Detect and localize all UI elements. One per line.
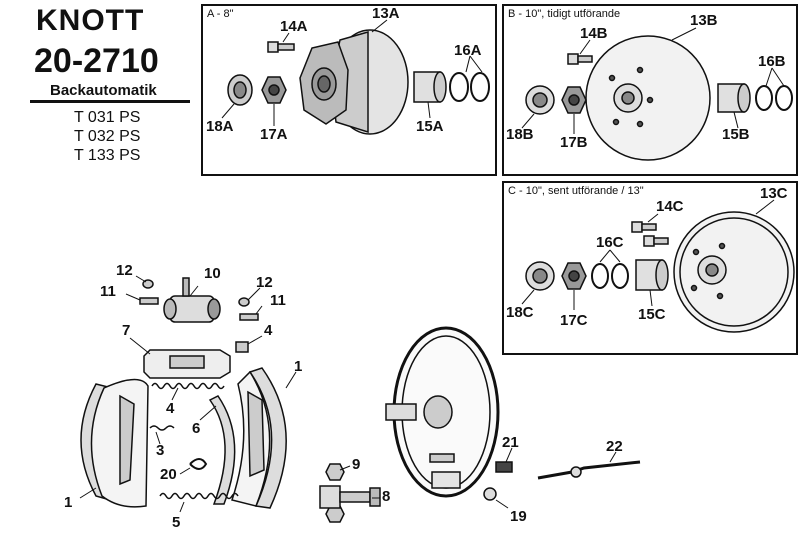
nut-17c	[561, 262, 587, 290]
label-6: 6	[192, 420, 201, 437]
brake-cable-22	[537, 460, 641, 480]
cable-guide-21	[495, 461, 513, 473]
label-16c: 16C	[596, 234, 624, 251]
label-1-left: 1	[64, 494, 73, 511]
wheel-cylinder-10	[163, 277, 221, 323]
adjuster-7	[143, 349, 231, 379]
label-14b: 14B	[580, 25, 608, 42]
label-14a: 14A	[280, 18, 308, 35]
brake-shoe-1-right	[231, 367, 287, 509]
label-18b: 18B	[506, 126, 534, 143]
hub-drum-13a	[299, 29, 409, 135]
label-16a: 16A	[454, 42, 482, 59]
label-7: 7	[122, 322, 131, 339]
label-13b: 13B	[690, 12, 718, 29]
label-17c: 17C	[560, 312, 588, 329]
bearing-15c	[635, 259, 669, 291]
label-1-right: 1	[294, 358, 303, 375]
circlips-16b	[755, 85, 793, 111]
pin-4-upper	[235, 341, 249, 353]
label-20: 20	[160, 466, 177, 483]
label-17b: 17B	[560, 134, 588, 151]
panel-c: C - 10", sent utförande / 13"	[502, 181, 798, 355]
label-17a: 17A	[260, 126, 288, 143]
label-8: 8	[382, 488, 391, 505]
bearing-18c	[525, 261, 555, 291]
leader-lines-b	[521, 27, 785, 134]
variant-item: T 032 PS	[74, 128, 141, 145]
label-5: 5	[172, 514, 181, 531]
leader-lines-a	[221, 19, 483, 126]
nut-9	[325, 463, 345, 523]
label-11-left: 11	[100, 283, 116, 300]
label-14c: 14C	[656, 198, 684, 215]
spring-4-lower	[151, 382, 225, 390]
brake-shoe-1-left	[80, 378, 149, 508]
label-18c: 18C	[506, 304, 534, 321]
label-18a: 18A	[206, 118, 234, 135]
label-13c: 13C	[760, 185, 788, 202]
bolt-8	[319, 485, 381, 509]
label-21: 21	[502, 434, 519, 451]
label-9: 9	[352, 456, 361, 473]
bearing-18a	[227, 74, 253, 106]
leader-lines-lower	[79, 275, 617, 513]
lever-6	[208, 395, 236, 505]
circlips-16a	[449, 72, 490, 102]
backplate	[385, 326, 500, 498]
circlips-16c	[591, 263, 629, 289]
bolt-14b	[567, 53, 593, 65]
label-22: 22	[606, 438, 623, 455]
label-12-left: 12	[116, 262, 133, 279]
bearing-18b	[525, 85, 555, 115]
label-12-right: 12	[256, 274, 273, 291]
nut-17a	[261, 76, 287, 104]
subtitle: Backautomatik	[50, 82, 157, 99]
bearing-15a	[413, 71, 447, 103]
clip-20	[189, 458, 208, 470]
panel-b-title: B - 10", tidigt utförande	[508, 8, 621, 20]
label-3: 3	[156, 442, 165, 459]
panel-a: A - 8"	[201, 4, 497, 176]
header-rule	[30, 100, 190, 103]
label-4-upper: 4	[264, 322, 273, 339]
bolt-14a	[267, 41, 295, 53]
label-15b: 15B	[722, 126, 750, 143]
drum-13b	[585, 35, 711, 161]
variant-item: T 031 PS	[74, 109, 141, 126]
label-15a: 15A	[416, 118, 444, 135]
variant-item: T 133 PS	[74, 147, 141, 164]
bolts-14c	[631, 221, 669, 247]
label-11-right: 11	[270, 292, 286, 309]
label-19: 19	[510, 508, 527, 525]
spring-3	[149, 425, 175, 431]
washer-19	[483, 487, 497, 501]
bleed-screws-11	[139, 297, 259, 321]
bearing-15b	[717, 83, 751, 113]
label-16b: 16B	[758, 53, 786, 70]
drum-13c	[673, 211, 795, 333]
label-15c: 15C	[638, 306, 666, 323]
label-10: 10	[204, 265, 221, 282]
label-4-lower: 4	[166, 400, 175, 417]
panel-a-title: A - 8"	[207, 8, 234, 20]
spring-5	[159, 492, 239, 500]
variant-list: T 031 PS T 032 PS T 133 PS	[74, 108, 140, 165]
panel-b: B - 10", tidigt utförande	[502, 4, 798, 176]
label-13a: 13A	[372, 5, 400, 22]
panel-c-title: C - 10", sent utförande / 13"	[508, 185, 644, 197]
brand-title: KNOTT	[36, 4, 145, 37]
leader-lines-c	[521, 199, 775, 310]
model-number: 20-2710	[34, 42, 159, 80]
nut-17b	[561, 86, 587, 114]
